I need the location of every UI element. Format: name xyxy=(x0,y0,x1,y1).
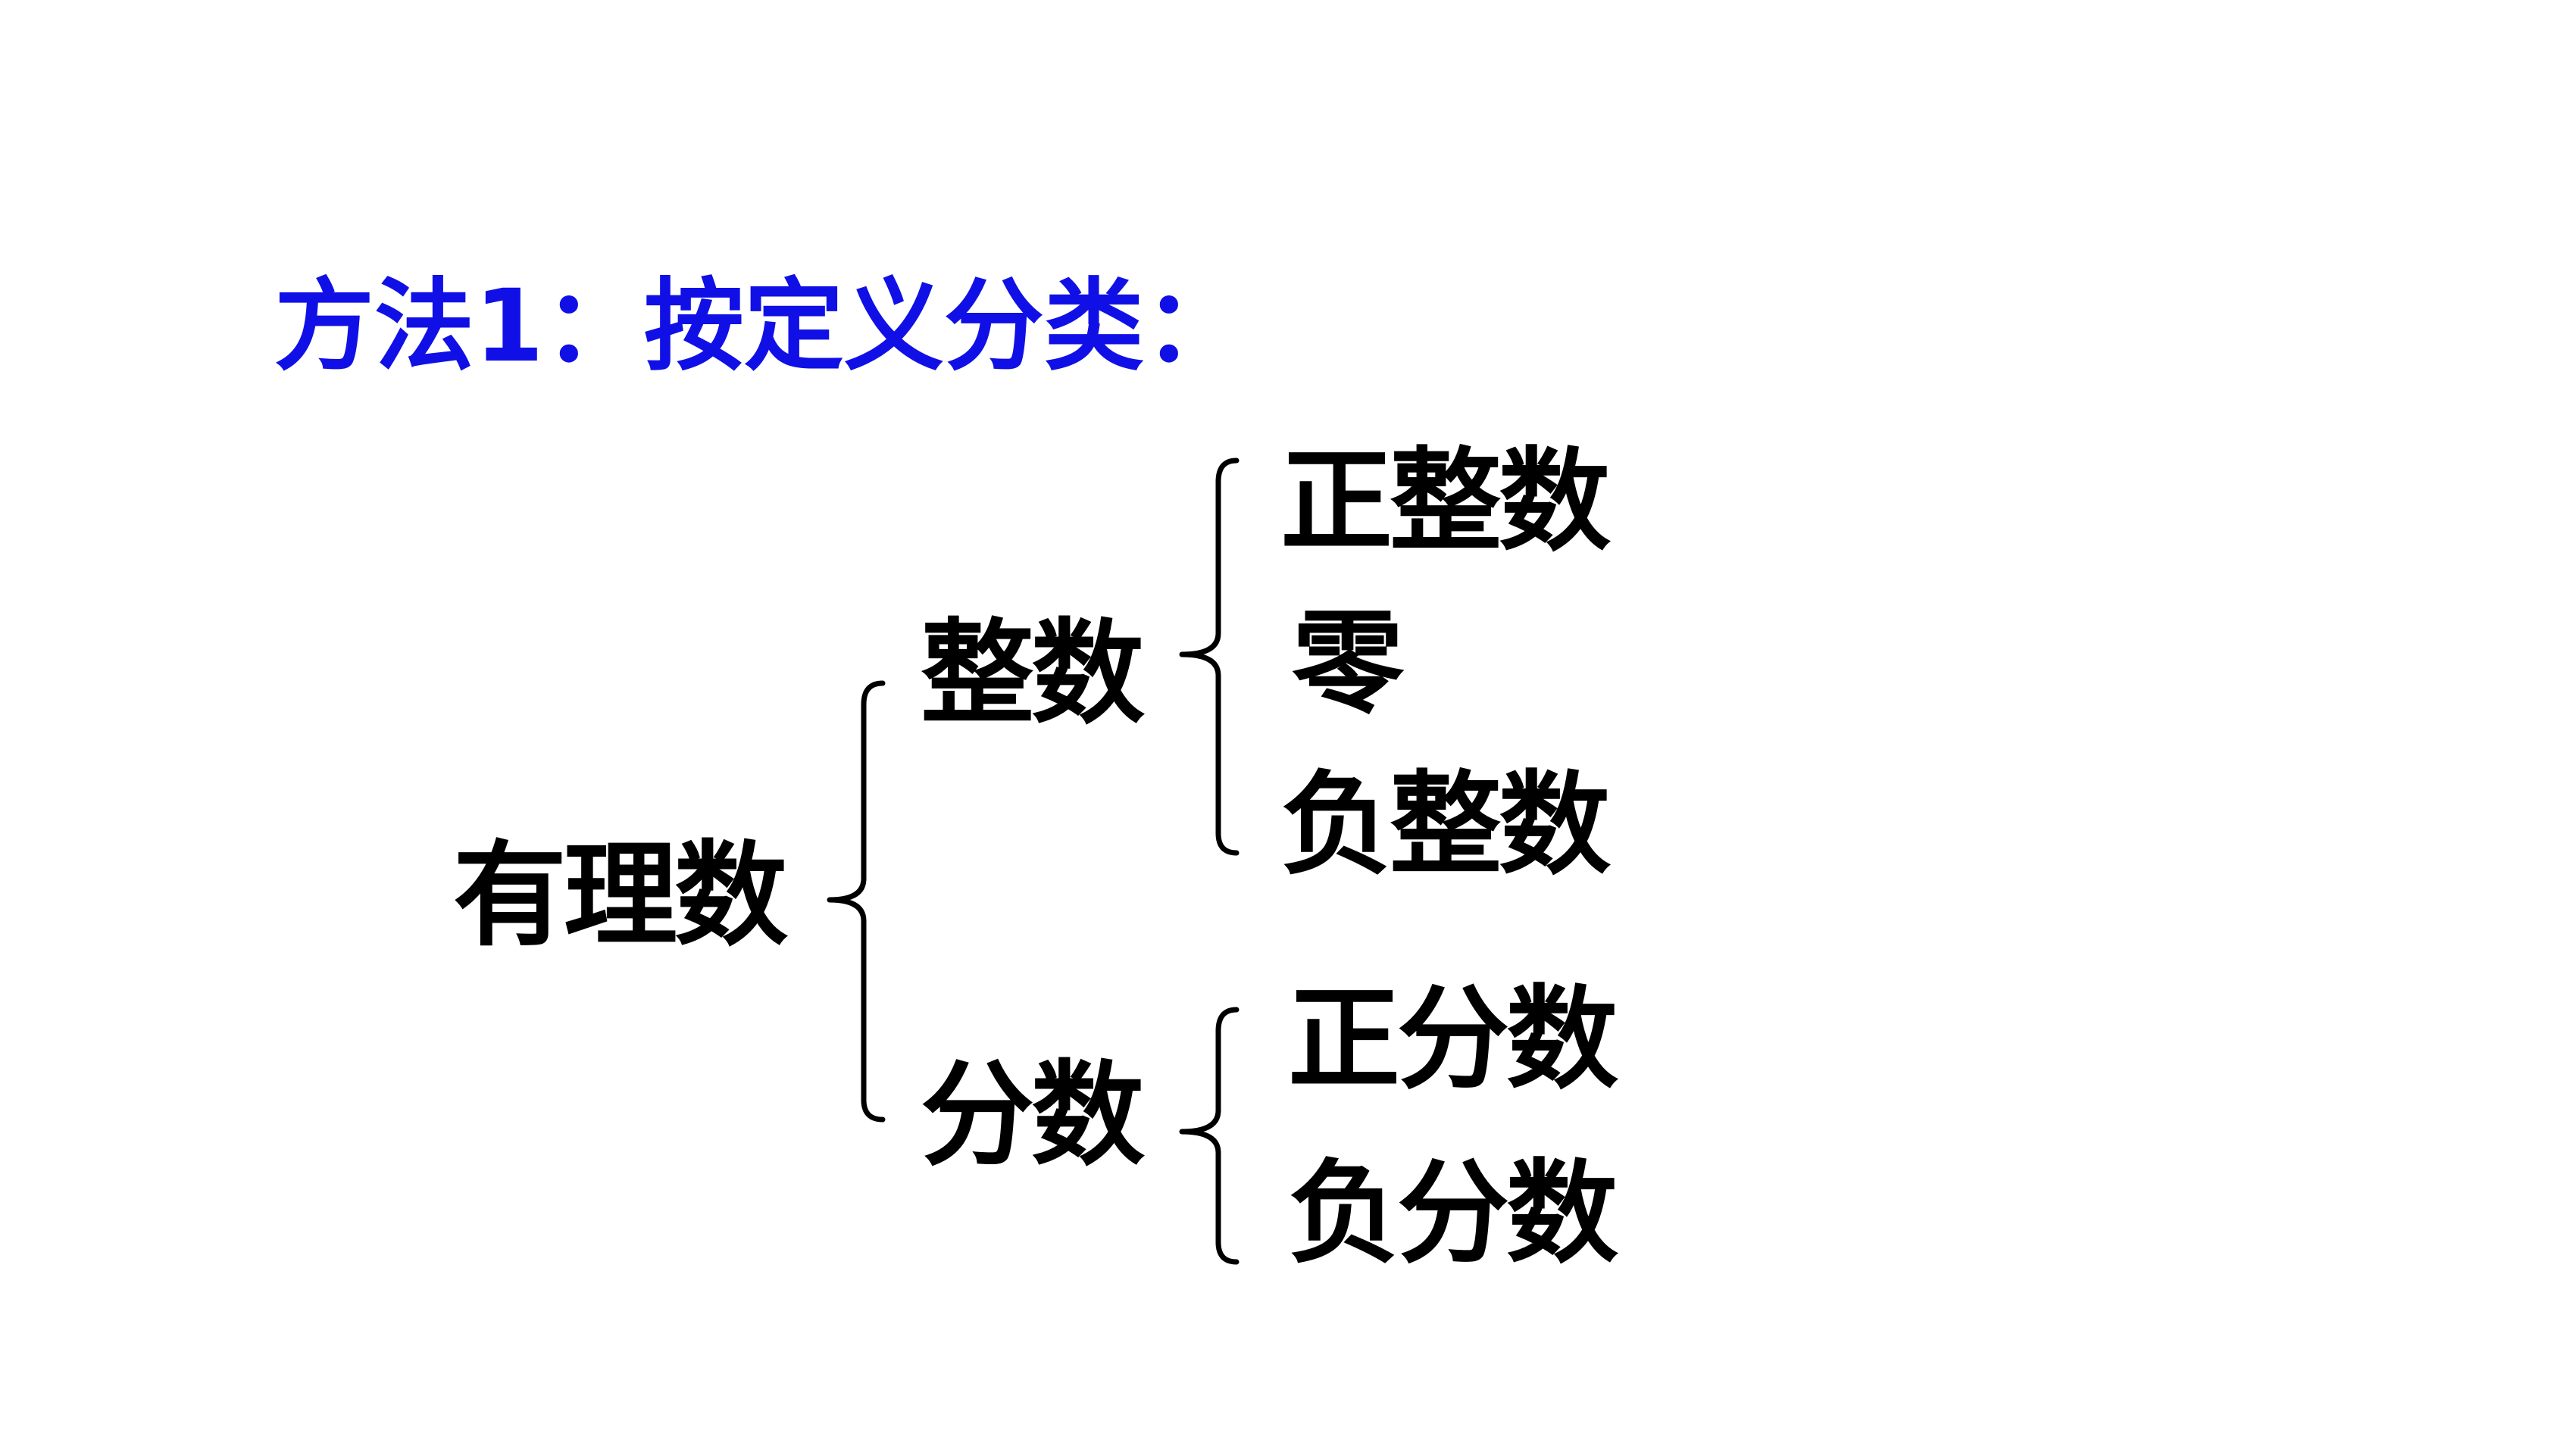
root-term-rational-numbers: 有理数 xyxy=(453,830,788,962)
leaf-positive-fractions: 正分数 xyxy=(1288,974,1618,1104)
integer-brace xyxy=(1179,457,1240,856)
leaf-negative-fractions: 负分数 xyxy=(1288,1148,1618,1279)
leaf-zero: 零 xyxy=(1292,598,1404,729)
leaf-positive-integers: 正整数 xyxy=(1280,436,1611,567)
leaf-negative-integers: 负整数 xyxy=(1280,760,1611,890)
category-fractions: 分数 xyxy=(921,1050,1145,1182)
category-integers: 整数 xyxy=(921,608,1145,740)
fraction-brace xyxy=(1179,1007,1240,1265)
root-brace xyxy=(827,680,886,1123)
slide-heading: 方法1：按定义分类： xyxy=(274,268,1244,385)
